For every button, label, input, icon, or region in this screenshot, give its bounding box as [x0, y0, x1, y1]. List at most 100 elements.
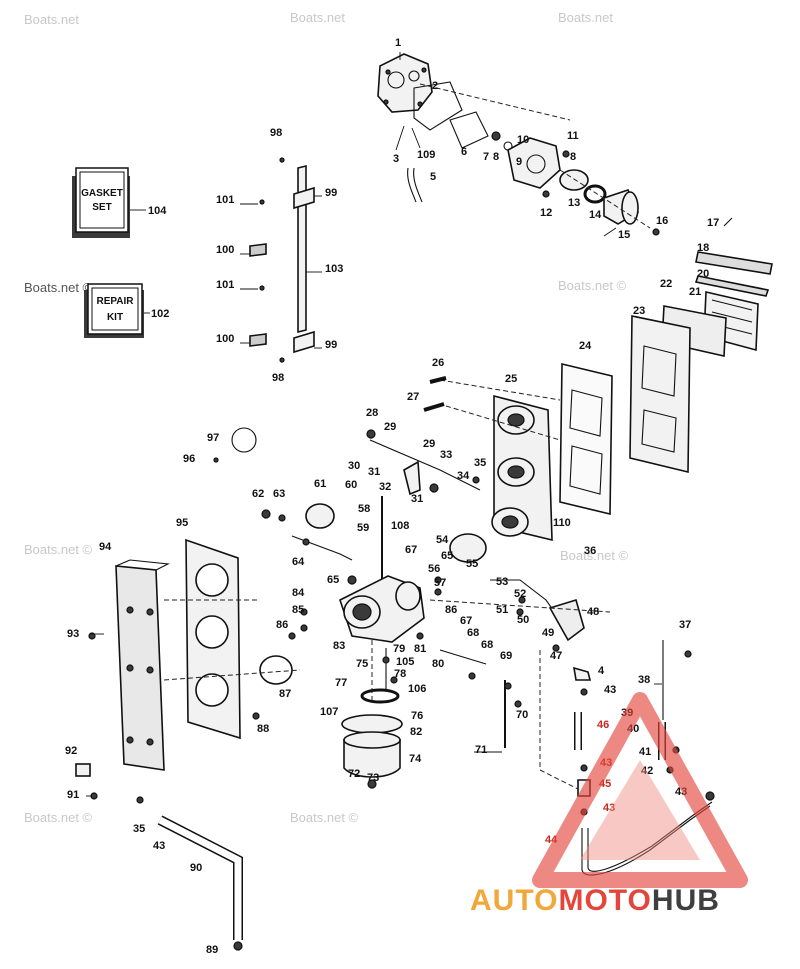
drain-hose: [157, 815, 243, 951]
intake-manifold: [423, 376, 561, 542]
watermark: Boats.net: [558, 10, 613, 25]
gasket-set-line2: SET: [92, 202, 111, 213]
part-callout: 34: [457, 470, 470, 482]
part-callout: 43: [603, 802, 615, 814]
part-callout: 109: [417, 149, 435, 161]
gasket-set-box: GASKET SET 104: [72, 167, 167, 238]
part-callout: 23: [633, 305, 645, 317]
part-callout: 106: [408, 683, 426, 695]
part-callout: 74: [409, 753, 422, 765]
part-callout: 25: [505, 373, 517, 385]
carburetor: [252, 533, 522, 789]
brand-part3: HUB: [651, 884, 720, 917]
part-callout: 69: [500, 650, 512, 662]
part-callout: 24: [579, 340, 592, 352]
watermark: Boats.net ©: [24, 810, 93, 825]
part-callout: 37: [679, 619, 691, 631]
part-callout: 65: [327, 574, 339, 586]
part-callout: 3: [393, 153, 399, 165]
part-callout: 71: [475, 744, 487, 756]
part-callout: 43: [153, 840, 165, 852]
part-callout: 5: [430, 171, 436, 183]
part-callout: 46: [597, 719, 609, 731]
part-callout: 9: [516, 156, 522, 168]
part-callout: 98: [270, 127, 282, 139]
part-callout: 107: [320, 706, 338, 718]
part-callout: 86: [276, 619, 288, 631]
repair-kit-line2: KIT: [107, 312, 123, 323]
part-callout: 28: [366, 407, 378, 419]
part-callout: 89: [206, 944, 218, 956]
part-callout: 8: [570, 151, 576, 163]
part-callout: 105: [396, 656, 414, 668]
part-callout: 68: [467, 627, 479, 639]
part-callout: 15: [618, 229, 630, 241]
part-callout: 42: [641, 765, 653, 777]
part-callout: 38: [638, 674, 650, 686]
part-callout: 86: [445, 604, 457, 616]
part-callout: 7: [483, 151, 489, 163]
leader-lines: [86, 195, 662, 797]
part-callout: 73: [367, 772, 379, 784]
part-callout: 21: [689, 286, 701, 298]
brand-part1: AUTO: [470, 884, 559, 917]
part-callout: 87: [279, 688, 291, 700]
part-callout: 78: [394, 668, 406, 680]
part-callout: 2: [432, 80, 438, 92]
part-callout: 10: [517, 134, 529, 146]
part-callout: 11: [567, 130, 579, 142]
part-callout: 76: [411, 710, 423, 722]
part-callout: 59: [357, 522, 369, 534]
part-callout: 22: [660, 278, 672, 290]
part-callout: 83: [333, 640, 345, 652]
part-callout: 98: [272, 372, 284, 384]
part-callout: 49: [542, 627, 554, 639]
part-callout: 16: [656, 215, 668, 227]
part-callout: 57: [434, 577, 446, 589]
part-callout: 75: [356, 658, 368, 670]
watermark: Boats.net: [290, 10, 345, 25]
part-callout: 64: [292, 556, 305, 568]
part-callout: 27: [407, 391, 419, 403]
part-callout: 33: [440, 449, 452, 461]
part-callout: 53: [496, 576, 508, 588]
brand-wordmark: AUTOMOTOHUB: [470, 884, 720, 918]
part-callout: 26: [432, 357, 444, 369]
part-callout: 63: [273, 488, 285, 500]
watermark: Boats.net ©: [558, 278, 627, 293]
part-callout: 67: [460, 615, 472, 627]
part-callout: 35: [133, 823, 145, 835]
part-callout: 101: [216, 194, 234, 206]
part-callout: 20: [697, 268, 709, 280]
repair-kit-line1: REPAIR: [96, 296, 134, 307]
part-callout: 61: [314, 478, 326, 490]
part-callout: 30: [348, 460, 360, 472]
watermark-layer: Boats.net Boats.net Boats.net Boats.net …: [24, 10, 629, 825]
watermark: Boats.net ©: [24, 542, 93, 557]
part-callout: 14: [589, 209, 602, 221]
part-callout: 50: [517, 614, 529, 626]
part-callout: 17: [707, 217, 719, 229]
part-callout: 94: [99, 541, 112, 553]
part-callout: 29: [423, 438, 435, 450]
part-callout: 51: [496, 604, 508, 616]
part-callout: 58: [358, 503, 370, 515]
reed-valve-stack: [559, 217, 773, 516]
watermark: Boats.net ©: [290, 810, 359, 825]
part-callout: 55: [466, 558, 478, 570]
gasket-set-line1: GASKET: [81, 188, 123, 199]
part-callout: 8: [493, 151, 499, 163]
throttle-rod: [249, 157, 315, 363]
part-callout: 4: [598, 665, 605, 677]
part-callout: 85: [292, 604, 304, 616]
part-callout: 72: [348, 768, 360, 780]
part-callout: 54: [436, 534, 449, 546]
part-callout: 81: [414, 643, 426, 655]
part-callout: 48: [587, 606, 599, 618]
air-silencer: [75, 538, 301, 804]
part-callout: 70: [516, 709, 528, 721]
part-callout: 68: [481, 639, 493, 651]
choke-linkage: [429, 579, 611, 791]
